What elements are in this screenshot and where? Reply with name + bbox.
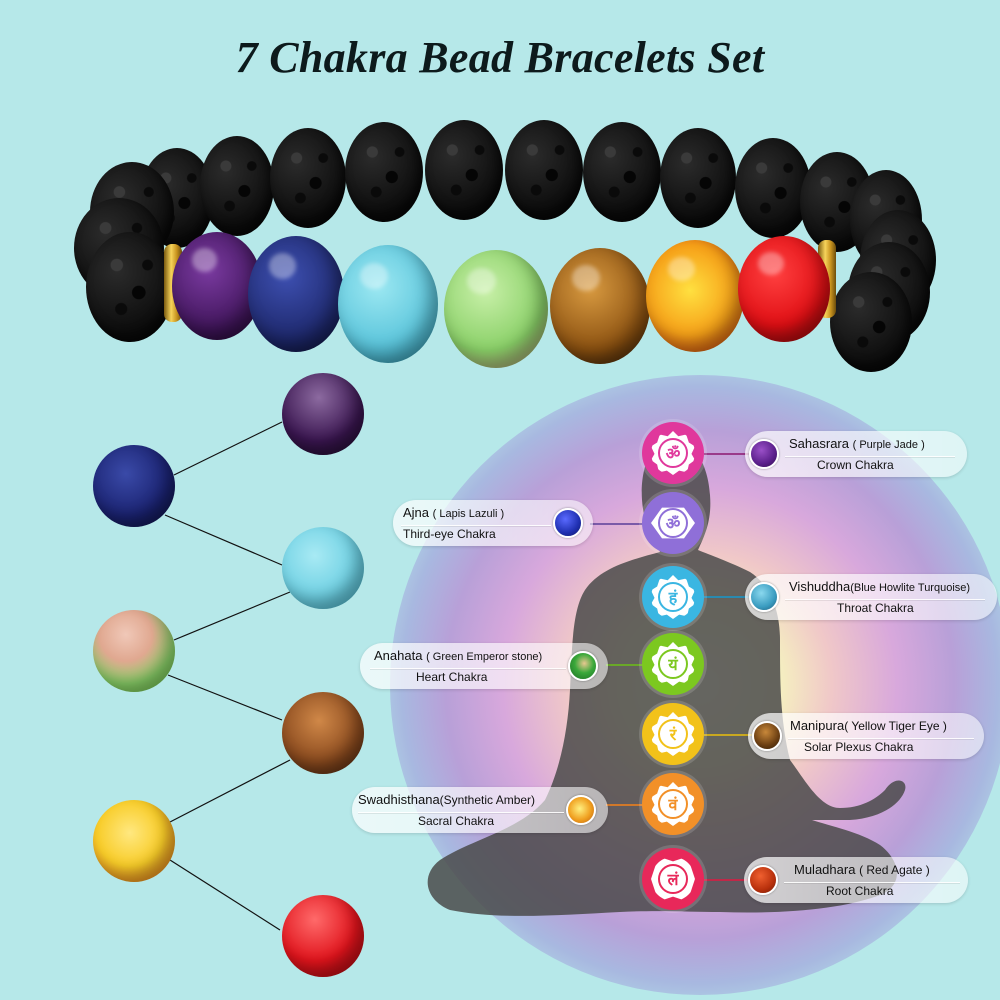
label-sahasrara: Sahasrara ( Purple Jade ) Crown Chakra <box>745 431 967 477</box>
purple-jade-bead <box>282 373 364 455</box>
third-eye-chakra-icon: ॐ <box>642 492 704 554</box>
chakra-name: Muladhara <box>794 862 856 877</box>
lava-bead <box>86 232 174 342</box>
chakra-subtitle: Solar Plexus Chakra <box>804 740 914 754</box>
chakra-name: Manipura <box>790 718 845 733</box>
bracelet-gem-emperor <box>444 250 548 368</box>
chakra-name: Sahasrara <box>789 436 849 451</box>
bracelet-image <box>0 0 1000 372</box>
solar-plexus-chakra-icon: रं <box>642 703 704 765</box>
chakra-subtitle: Heart Chakra <box>416 670 488 684</box>
lava-bead <box>660 128 736 228</box>
heart-chakra-icon: यं <box>642 633 704 695</box>
crown-chakra-icon: ॐ <box>642 422 704 484</box>
ajna-link <box>590 523 645 525</box>
bracelet-gem-turquoise <box>338 245 438 363</box>
chakra-subtitle: Throat Chakra <box>837 601 914 615</box>
sahasrara-link <box>704 453 756 455</box>
stone-name: ( Red Agate ) <box>859 863 930 877</box>
stone-name: ( Yellow Tiger Eye ) <box>844 719 947 733</box>
swadhisthana-link <box>606 804 646 806</box>
chakra-subtitle: Sacral Chakra <box>418 814 495 828</box>
muladhara-link <box>704 879 756 881</box>
manipura-link <box>704 734 756 736</box>
lava-bead <box>200 136 274 236</box>
lava-bead <box>270 128 346 228</box>
stone-name: ( Purple Jade ) <box>852 439 925 451</box>
lava-bead <box>345 122 423 222</box>
stone-name: ( Lapis Lazuli ) <box>432 508 505 520</box>
chakra-subtitle: Crown Chakra <box>817 458 894 472</box>
stone-name: (Blue Howlite Turquoise) <box>850 582 971 594</box>
chakra-subtitle: Third-eye Chakra <box>403 527 496 541</box>
amber-bead <box>93 800 175 882</box>
turquoise-stone-icon <box>749 582 779 612</box>
page-title: 7 Chakra Bead Bracelets Set <box>235 33 765 82</box>
label-ajna: Ajna ( Lapis Lazuli ) Third-eye Chakra <box>393 500 593 546</box>
amber-stone-icon <box>566 795 596 825</box>
label-anahata: Anahata ( Green Emperor stone) Heart Cha… <box>360 643 608 689</box>
bracelet-gem-amber <box>646 240 744 352</box>
label-muladhara: Muladhara ( Red Agate ) Root Chakra <box>744 857 968 903</box>
chakra-name: Ajna <box>403 505 430 520</box>
chakra-subtitle: Root Chakra <box>826 884 894 898</box>
bracelet-gem-redagate <box>738 236 830 342</box>
lava-bead <box>735 138 811 238</box>
root-chakra-icon: लं <box>642 848 704 910</box>
lava-bead <box>505 120 583 220</box>
bracelet-gem-purple <box>172 232 262 340</box>
purple-jade-stone-icon <box>749 439 779 469</box>
lava-bead <box>425 120 503 220</box>
chakra-name: Swadhisthana <box>358 792 440 807</box>
label-manipura: Manipura( Yellow Tiger Eye ) Solar Plexu… <box>748 713 984 759</box>
bracelet-gem-tigereye <box>550 248 650 364</box>
turquoise-bead <box>282 527 364 609</box>
chakra-name: Anahata <box>374 648 423 663</box>
bracelet-gem-lapis <box>248 236 344 352</box>
chakra-name: Vishuddha <box>789 579 851 594</box>
red-agate-stone-icon <box>748 865 778 895</box>
sacral-chakra-icon: वं <box>642 773 704 835</box>
tiger-eye-bead <box>282 692 364 774</box>
emperor-stone-icon <box>568 651 598 681</box>
label-vishuddha: Vishuddha(Blue Howlite Turquoise) Throat… <box>745 574 997 620</box>
red-agate-bead <box>282 895 364 977</box>
tiger-eye-stone-icon <box>752 721 782 751</box>
label-swadhisthana: Swadhisthana(Synthetic Amber) Sacral Cha… <box>352 787 608 833</box>
vishuddha-link <box>704 596 756 598</box>
lava-bead <box>583 122 661 222</box>
stone-name: ( Green Emperor stone) <box>426 651 543 663</box>
lapis-lazuli-bead <box>93 445 175 527</box>
lava-bead <box>830 272 912 372</box>
lapis-lazuli-stone-icon <box>553 508 583 538</box>
stone-name: (Synthetic Amber) <box>439 793 536 807</box>
throat-chakra-icon: हं <box>642 566 704 628</box>
emperor-stone-bead <box>93 610 175 692</box>
anahata-link <box>606 664 646 666</box>
